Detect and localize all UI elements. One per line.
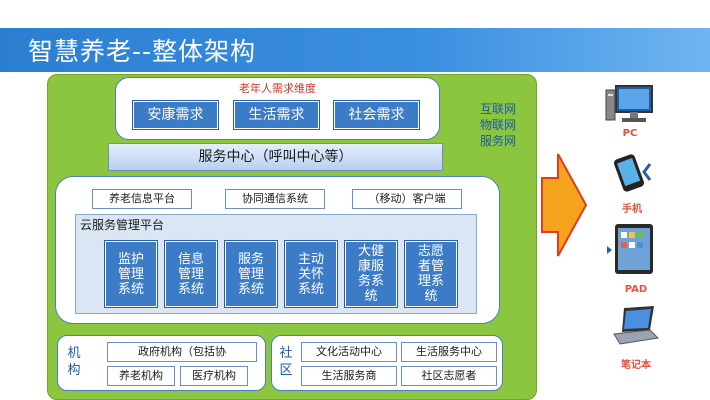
module-monitoring: 监护管理系统 bbox=[105, 241, 157, 307]
service-center: 服务中心（呼叫中心等） bbox=[108, 143, 443, 171]
demand-item-life: 生活需求 bbox=[234, 101, 319, 129]
phone-icon bbox=[613, 154, 652, 192]
network-internet: 互联网 bbox=[479, 102, 516, 116]
community-label: 社区 bbox=[279, 346, 293, 378]
platform-collab-comm: 协同通信系统 bbox=[225, 189, 325, 209]
cloud-title: 云服务管理平台 bbox=[80, 218, 165, 232]
device-phone-label: 手机 bbox=[622, 204, 642, 215]
community-culture-center: 文化活动中心 bbox=[301, 342, 397, 362]
device-pad-label: PAD bbox=[624, 284, 648, 295]
institution-elderly-care: 养老机构 bbox=[107, 366, 175, 386]
community-service-provider: 生活服务商 bbox=[301, 366, 397, 386]
demand-item-social: 社会需求 bbox=[334, 101, 419, 129]
device-laptop-label: 笔记本 bbox=[621, 360, 651, 371]
network-iot: 物联网 bbox=[479, 118, 516, 132]
arrow-right-icon bbox=[541, 153, 588, 257]
module-service-mgmt: 服务管理系统 bbox=[225, 241, 277, 307]
demand-title: 老年人需求维度 bbox=[239, 82, 316, 95]
module-active-care: 主动关怀系统 bbox=[285, 241, 337, 307]
tablet-icon bbox=[607, 224, 653, 274]
institution-medical: 医疗机构 bbox=[180, 366, 248, 386]
institution-government: 政府机构（包括协 bbox=[107, 342, 257, 362]
network-labels: 互联网 物联网 服务网 bbox=[473, 101, 523, 149]
module-volunteer: 志愿者管理系统 bbox=[405, 241, 457, 307]
title-bar: 智慧养老--整体架构 bbox=[0, 28, 710, 72]
module-info-mgmt: 信息管理系统 bbox=[165, 241, 217, 307]
demand-item-health: 安康需求 bbox=[133, 101, 218, 129]
device-pc-label: PC bbox=[622, 128, 638, 139]
module-big-health: 大健康服务系统 bbox=[345, 241, 397, 307]
community-volunteer: 社区志愿者 bbox=[401, 366, 497, 386]
platform-mobile-client: （移动）客户端 bbox=[352, 189, 462, 209]
institutions-label: 机构 bbox=[67, 346, 81, 378]
network-service: 服务网 bbox=[479, 134, 516, 148]
laptop-icon bbox=[613, 306, 660, 345]
pc-icon bbox=[605, 85, 653, 122]
page-title: 智慧养老--整体架构 bbox=[28, 37, 257, 66]
community-life-service-center: 生活服务中心 bbox=[401, 342, 497, 362]
platform-elderly-info: 养老信息平台 bbox=[92, 189, 192, 209]
